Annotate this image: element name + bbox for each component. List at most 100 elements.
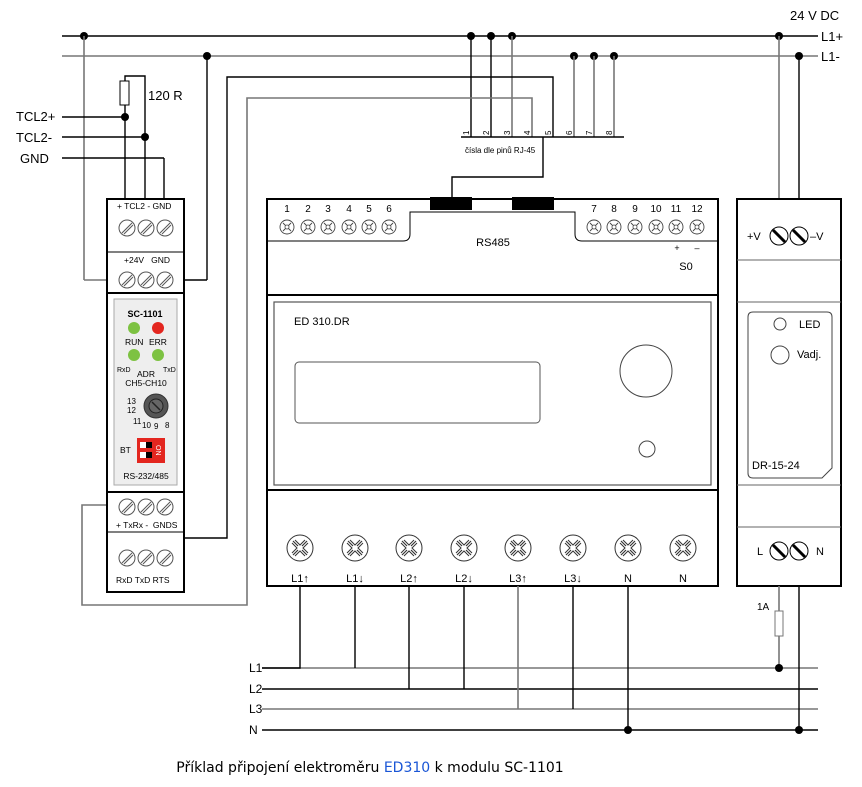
caption-text: Příklad připojení elektroměru xyxy=(176,760,384,776)
fuse-icon xyxy=(774,610,784,637)
supply-label: 24 V DC xyxy=(790,8,839,23)
led-run-icon xyxy=(128,322,140,334)
led-indicator-icon xyxy=(638,440,656,458)
resistor-icon xyxy=(119,80,130,106)
ed310-meter: 1 2 3 4 5 6 7 8 9 10 11 12 RS485 + – S0 … xyxy=(266,197,719,587)
led-err-label: ERR xyxy=(149,337,167,347)
led-run-label: RUN xyxy=(125,337,143,347)
s0-plus: + xyxy=(674,243,679,253)
svg-text:3: 3 xyxy=(325,204,331,215)
led-rxd-label: RxD xyxy=(117,367,131,374)
psu-minus-v: –V xyxy=(810,231,824,243)
psu-vadj-icon xyxy=(770,345,790,365)
dial-tick: 9 xyxy=(154,422,159,431)
rail-minus-label: L1- xyxy=(821,49,840,64)
serial-terminal-label: RxD TxD RTS xyxy=(116,575,170,585)
led-txd-icon xyxy=(152,349,164,361)
psu-n-label: N xyxy=(816,546,824,558)
diagram-caption: Příklad připojení elektroměru ED310 k mo… xyxy=(0,760,740,776)
psu-led-icon xyxy=(773,317,787,331)
rail-plus-label: L1+ xyxy=(821,29,843,44)
svg-text:L3↑: L3↑ xyxy=(509,573,527,585)
rj45-pin-4: 4 xyxy=(523,130,532,135)
psu-vadj-label: Vadj. xyxy=(797,349,821,361)
rj45-pin-7: 7 xyxy=(585,130,594,135)
svg-text:7: 7 xyxy=(591,204,597,215)
knob-icon xyxy=(619,344,673,398)
dial-tick: 8 xyxy=(165,421,170,430)
sc1101-module: + TCL2 - GND +24V GND SC-1101 RUN ERR Rx… xyxy=(106,198,185,593)
led-txd-label: TxD xyxy=(163,367,176,374)
led-err-icon xyxy=(152,322,164,334)
gnd-label: GND xyxy=(20,151,49,166)
rs485-label: RS485 xyxy=(476,237,510,249)
psu-dr-15-24: +V –V LED Vadj. DR-15-24 L N xyxy=(736,198,842,587)
svg-text:10: 10 xyxy=(650,204,662,215)
svg-text:2: 2 xyxy=(305,204,311,215)
mains-l2-label: L2 xyxy=(249,682,263,696)
svg-text:N: N xyxy=(679,573,687,585)
lcd-display xyxy=(294,361,541,424)
rj45-port-icon xyxy=(430,197,472,210)
fuse-label: 1A xyxy=(757,602,770,613)
interface-label: RS-232/485 xyxy=(123,471,169,481)
s0-label: S0 xyxy=(679,261,692,273)
svg-text:9: 9 xyxy=(632,204,638,215)
svg-text:L1↓: L1↓ xyxy=(346,573,364,585)
svg-text:11: 11 xyxy=(671,204,682,215)
adr-label: ADR xyxy=(137,369,155,379)
svg-text:8: 8 xyxy=(611,204,617,215)
tcl2-terminal-label: + TCL2 - GND xyxy=(117,201,171,211)
caption-link-ed310[interactable]: ED310 xyxy=(383,760,431,776)
svg-text:5: 5 xyxy=(366,204,372,215)
sc1101-model: SC-1101 xyxy=(127,309,162,319)
top-terminals-right: 7 8 9 10 11 12 xyxy=(586,204,705,235)
mains-n-label: N xyxy=(249,723,258,737)
caption-text: k modulu SC-1101 xyxy=(430,760,564,776)
rj45-pin-3: 3 xyxy=(503,130,512,135)
svg-text:12: 12 xyxy=(691,204,703,215)
psu-model: DR-15-24 xyxy=(752,460,800,472)
power-terminal-label: +24V GND xyxy=(124,255,170,265)
s0-minus: – xyxy=(694,243,699,253)
bt-label: BT xyxy=(120,445,131,455)
rj45-note: čísla dle pinů RJ-45 xyxy=(465,146,536,155)
svg-text:1: 1 xyxy=(284,204,290,215)
svg-text:L2↓: L2↓ xyxy=(455,573,473,585)
mains-l1-label: L1 xyxy=(249,661,263,675)
meter-model: ED 310.DR xyxy=(294,316,350,328)
svg-text:L3↓: L3↓ xyxy=(564,573,582,585)
dial-tick: 11 xyxy=(133,417,142,426)
tcl2-bus: TCL2+ TCL2- GND 120 R xyxy=(16,75,183,199)
svg-text:6: 6 xyxy=(386,204,392,215)
dial-tick: 10 xyxy=(142,421,151,430)
svg-text:N: N xyxy=(624,573,632,585)
switch-on-label: ON xyxy=(154,445,161,456)
svg-text:4: 4 xyxy=(346,204,352,215)
dial-tick: 13 xyxy=(127,397,136,406)
rj45-pin-1: 1 xyxy=(462,130,471,135)
bottom-terminals: L1↑ L1↓ L2↑ L2↓ L3↑ L3↓ N N xyxy=(286,534,697,585)
svg-text:L2↑: L2↑ xyxy=(400,573,418,585)
tcl2-minus-label: TCL2- xyxy=(16,130,52,145)
dial-tick: 12 xyxy=(127,406,136,415)
txrx-terminal-label: + TxRx - GNDS xyxy=(116,520,178,530)
psu-plus-v: +V xyxy=(747,231,761,243)
psu-led-label: LED xyxy=(799,319,820,331)
top-terminals-left: 1 2 3 4 5 6 xyxy=(279,204,397,235)
rj45-port-icon xyxy=(512,197,554,210)
channel-range: CH5-CH10 xyxy=(125,378,167,388)
mains-l3-label: L3 xyxy=(249,702,263,716)
rj45-pin-6: 6 xyxy=(565,130,574,135)
rj45-pin-5: 5 xyxy=(544,130,553,135)
rj45-pin-8: 8 xyxy=(605,130,614,135)
led-rxd-icon xyxy=(128,349,140,361)
svg-text:L1↑: L1↑ xyxy=(291,573,309,585)
rj45-connector: 1 2 3 4 5 6 7 8 čísla dle pinů RJ-45 xyxy=(451,130,624,199)
mains-lines: L1 L2 L3 N 1A xyxy=(249,586,818,737)
tcl2-plus-label: TCL2+ xyxy=(16,109,55,124)
psu-front-panel xyxy=(747,311,833,479)
resistor-label: 120 R xyxy=(148,88,183,103)
psu-l-label: L xyxy=(757,546,763,558)
